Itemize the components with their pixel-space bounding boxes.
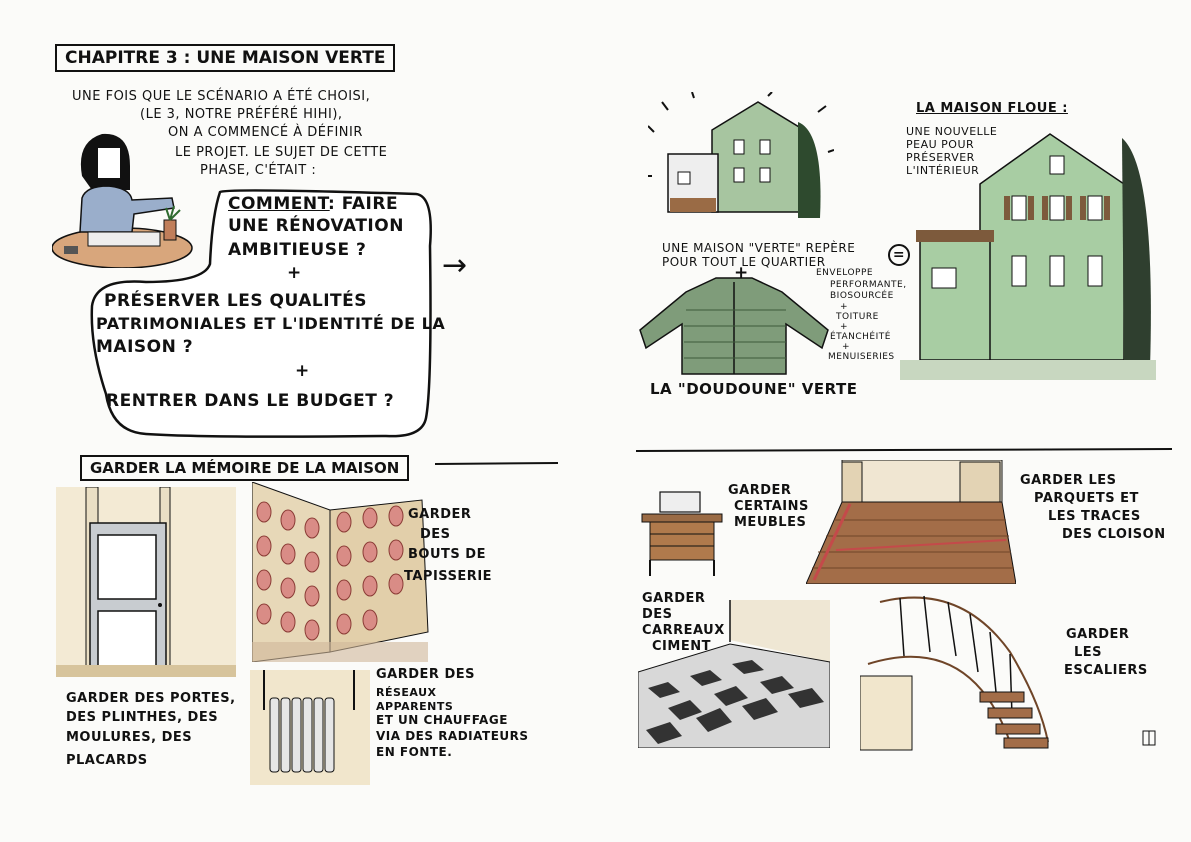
question-preserver: Préserver les qualités [104, 291, 367, 311]
signature-logo-icon [1142, 730, 1156, 746]
parquet-caption-line: Garder les [1020, 473, 1117, 488]
divider [55, 462, 560, 468]
question-ambitieuse: ambitieuse ? [228, 240, 367, 260]
equals-sign: = [888, 244, 910, 266]
furniture-caption-line: Garder [728, 483, 792, 498]
question-maison: maison ? [96, 337, 194, 357]
door-caption-line: Garder des portes, [66, 691, 236, 706]
stairs-caption-line: les [1074, 645, 1103, 660]
speech-bubble [86, 186, 436, 442]
tiles-caption-line: ciment [652, 639, 711, 654]
cement-tiles-illustration [638, 600, 830, 748]
envelope-note: Enveloppe [816, 268, 874, 278]
floue-note: l'intérieur [906, 164, 980, 177]
wallpaper-caption-line: bouts de [408, 547, 486, 562]
tiles-caption-line: Garder [642, 591, 706, 606]
arrow-right-icon: → [442, 248, 468, 283]
floue-note: peau pour [906, 138, 975, 151]
parquet-illustration [806, 460, 1016, 584]
door-illustration [56, 487, 236, 677]
question-patrimoniales: patrimoniales et l'identité de la [96, 314, 446, 333]
tiles-caption-line: carreaux [642, 623, 725, 638]
envelope-note: performante, [830, 280, 907, 290]
parquet-caption-line: les traces [1048, 509, 1141, 524]
stairs-caption-line: escaliers [1064, 663, 1148, 678]
sewing-table-illustration [640, 490, 724, 576]
radiator-caption-line: via des radiateurs [376, 729, 529, 743]
plus-sign: + [287, 263, 302, 283]
envelope-note: toiture [836, 312, 879, 322]
wallpaper-caption-line: Garder [408, 507, 472, 522]
tiles-caption-line: des [642, 607, 673, 622]
radiator-caption-line: apparents [376, 700, 454, 713]
green-house-illustration [900, 128, 1156, 380]
chapter-title: Chapitre 3 : Une maison verte [55, 44, 396, 72]
question-renovation: une rénovation [228, 216, 404, 236]
envelope-note: menuiseries [828, 352, 895, 362]
intro-line: phase, c'était : [200, 163, 317, 178]
floue-title: La maison floue : [916, 101, 1068, 116]
wallpaper-illustration [252, 482, 432, 662]
house-sketch [648, 92, 834, 232]
question-comment: Comment [228, 194, 330, 214]
house-caption-line: pour tout le quartier [662, 255, 826, 269]
intro-line: Une fois que le scénario a été choisi, [72, 89, 371, 104]
radiator-caption-line: en fonte. [376, 745, 453, 759]
parquet-caption-line: des cloison [1062, 527, 1166, 542]
intro-line: (le 3, notre préféré hihi), [140, 107, 343, 122]
envelope-note: biosourcée [830, 291, 894, 301]
wallpaper-caption-line: des [420, 527, 451, 542]
jacket-caption: La "doudoune" verte [650, 380, 858, 398]
question-faire: : faire [328, 194, 399, 214]
radiator-illustration [250, 670, 370, 785]
envelope-note: + [842, 342, 851, 352]
memory-title: Garder la mémoire de la maison [80, 455, 410, 481]
door-caption-line: des plinthes, des [66, 710, 219, 725]
plus-sign: + [295, 361, 310, 381]
envelope-note: + [840, 322, 849, 332]
house-caption-line: Une maison "verte" repère [662, 241, 856, 255]
parquet-caption-line: parquets et [1034, 491, 1139, 506]
floue-note: Une nouvelle [906, 125, 998, 138]
wallpaper-caption-line: tapisserie [404, 569, 493, 584]
radiator-caption-line: Garder des [376, 667, 475, 682]
staircase-illustration [860, 592, 1052, 752]
envelope-note: étanchéité [830, 332, 891, 342]
floue-note: préserver [906, 151, 975, 164]
green-jacket-illustration [638, 274, 830, 378]
radiator-caption-line: réseaux [376, 686, 437, 699]
door-caption-line: placards [66, 753, 148, 768]
furniture-caption-line: certains [734, 499, 809, 514]
door-caption-line: moulures, des [66, 730, 193, 745]
person-illustration [52, 128, 202, 268]
radiator-caption-line: et un chauffage [376, 713, 508, 727]
stairs-caption-line: Garder [1066, 627, 1130, 642]
divider [636, 448, 1176, 454]
question-budget: Rentrer dans le budget ? [106, 391, 395, 411]
envelope-note: + [840, 302, 849, 312]
furniture-caption-line: meubles [734, 515, 807, 530]
intro-line: on a commencé à définir [168, 125, 363, 140]
intro-line: le projet. Le sujet de cette [175, 145, 388, 160]
